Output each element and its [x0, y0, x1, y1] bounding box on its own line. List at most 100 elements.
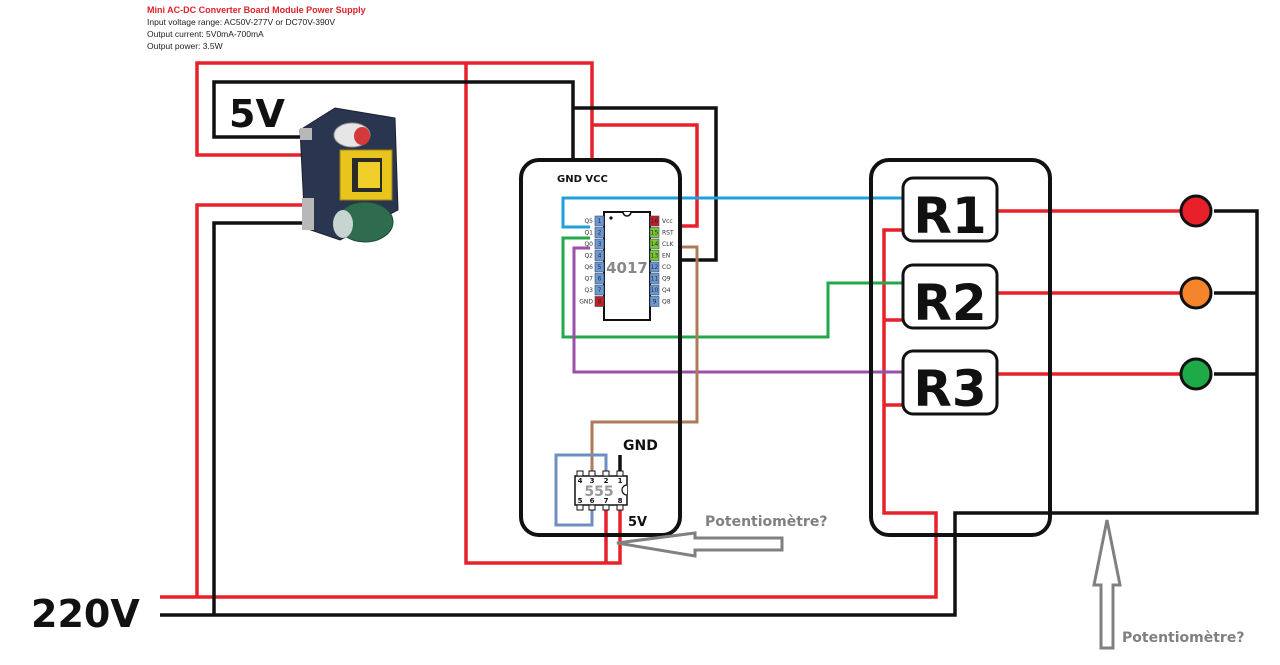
- psu-module-image: [299, 107, 399, 243]
- controller-board: [519, 158, 682, 537]
- pot-label-bottom: Potentiomètre?: [1122, 630, 1244, 646]
- pin-number: 11: [651, 276, 659, 283]
- relay-r3: R3: [901, 349, 999, 418]
- lamp-red: [1179, 194, 1213, 228]
- gnd-label-555: GND: [623, 438, 658, 454]
- live-wires: [160, 61, 1180, 599]
- pin-label: EN: [662, 253, 670, 260]
- psu-input-neutral: [212, 221, 305, 615]
- ic-4017-pin: [594, 227, 605, 238]
- q-wire-purple: [572, 246, 905, 374]
- pin-number: 7: [598, 287, 602, 294]
- pin-number: 16: [651, 218, 659, 225]
- pin-number: 6: [590, 497, 595, 505]
- pin-number: 9: [653, 299, 657, 306]
- ic-555-pin: [616, 470, 624, 477]
- ic-4017-pin: [594, 261, 605, 273]
- pot-arrow-left: [616, 531, 784, 558]
- ic-4017-pin: [649, 273, 660, 284]
- ic-555-pin: [576, 504, 584, 511]
- ic-4017-pin: [649, 250, 660, 261]
- ic-4017-pin: [649, 261, 660, 273]
- pin-label: Q0: [584, 241, 593, 248]
- ic-555-pin: [588, 470, 596, 477]
- pin-number: 5: [578, 497, 583, 505]
- spec-line: Output power: 3.5W: [147, 41, 223, 51]
- vcc-to-4017: [592, 123, 699, 228]
- psu-output-5v: [195, 61, 594, 160]
- pin-number: 2: [604, 477, 609, 485]
- relay-r2: R2: [901, 263, 999, 332]
- ic-4017-notch: [622, 211, 632, 217]
- ic-4017-pin: [594, 215, 605, 227]
- pin-label: Q5: [584, 218, 593, 225]
- mains-neutral-wire: [160, 209, 1259, 617]
- ic-555-pin: [576, 470, 584, 477]
- pot-label-left: Potentiomètre?: [705, 514, 827, 530]
- ic-4017-pin: [649, 227, 660, 238]
- ic-4017-pin: [594, 284, 605, 296]
- 5v-label-555: 5V: [628, 515, 647, 530]
- pin-label: Q8: [662, 299, 671, 306]
- ic-4017-dot: [609, 216, 613, 220]
- spec-line: Input voltage range: AC50V-277V or DC70V…: [147, 17, 336, 27]
- mains-live-wire: [160, 228, 938, 599]
- pin-number: 8: [598, 299, 602, 306]
- pin-number: 6: [598, 276, 602, 283]
- q-wire-blue: [561, 196, 905, 229]
- pin-label: Q3: [584, 287, 593, 294]
- ic-555-pin: [602, 504, 610, 511]
- pin-label: Vcc: [662, 218, 673, 225]
- mains-voltage-label: 220V: [31, 592, 140, 636]
- ic-555-body: [574, 475, 628, 506]
- pin-number: 4: [578, 477, 583, 485]
- pin-label: RST: [662, 230, 674, 237]
- pin-label: CLK: [662, 241, 675, 248]
- psu-input-live: [195, 203, 305, 597]
- relay-r3-label: R3: [913, 360, 986, 418]
- pin-number: 1: [598, 218, 602, 225]
- pin-label: Q6: [584, 264, 593, 271]
- gnd-vcc-label: GND VCC: [557, 174, 608, 185]
- lamp-green: [1179, 357, 1213, 391]
- pin-label: Q4: [662, 287, 671, 294]
- pin-number: 12: [651, 264, 659, 271]
- ic-4017-pin: [594, 250, 605, 261]
- ic-4017-pin: [649, 215, 660, 227]
- pin-number: 14: [651, 241, 659, 248]
- pin-number: 7: [604, 497, 609, 505]
- pin-number: 1: [618, 477, 623, 485]
- clk-wire-brown: [590, 245, 699, 476]
- relay-board: [869, 158, 1052, 537]
- ic-4017-pin: [594, 238, 605, 250]
- pin-label: GND: [579, 299, 593, 306]
- ic-555-pin: [588, 504, 596, 511]
- pin-label: Q9: [662, 276, 671, 283]
- pin-label: Q1: [584, 230, 593, 237]
- relay-r1-label: R1: [913, 187, 986, 245]
- pin-number: 3: [598, 241, 602, 248]
- ic-4017-pin: [649, 238, 660, 250]
- ic-4017-pin: [649, 284, 660, 296]
- pot-arrow-up: [1092, 519, 1122, 650]
- spec-title: Mini AC-DC Converter Board Module Power …: [147, 5, 366, 15]
- pin-number: 3: [590, 477, 595, 485]
- ic-555-label: 555: [584, 484, 613, 500]
- relay-r2-label: R2: [913, 274, 986, 332]
- ic-4017-label: 4017: [606, 259, 648, 277]
- pin-number: 8: [618, 497, 623, 505]
- pin-number: 5: [598, 264, 602, 271]
- ic-4017-pin: [594, 273, 605, 284]
- pin-label: Q7: [584, 276, 593, 283]
- 5v-supply-label: 5V: [229, 92, 285, 136]
- lamp-orange: [1179, 276, 1213, 310]
- pin-label: Q2: [584, 253, 593, 260]
- pin-number: 13: [651, 253, 659, 260]
- ic-4017-pin: [594, 296, 605, 307]
- ic-555-pin: [616, 504, 624, 511]
- ic-555-pin: [602, 470, 610, 477]
- pin-number: 10: [651, 287, 659, 294]
